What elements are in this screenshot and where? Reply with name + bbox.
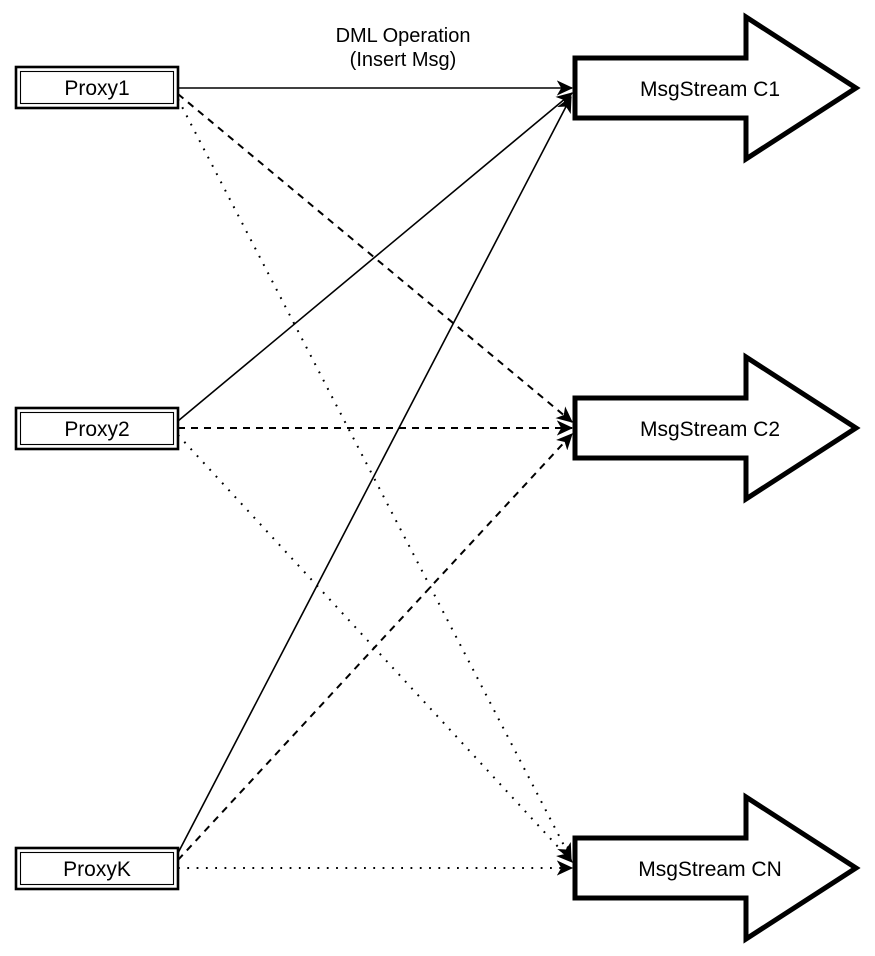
proxy2-label: Proxy2 bbox=[64, 418, 129, 441]
msgstream-c1-label: MsgStream C1 bbox=[640, 78, 780, 101]
proxy2-box bbox=[14, 406, 180, 451]
edge-proxyk-to-msgstream-c1 bbox=[177, 97, 572, 854]
msgstream-c2-label: MsgStream C2 bbox=[640, 418, 780, 441]
proxyk-box bbox=[14, 846, 180, 891]
diagram-title-line2: (Insert Msg) bbox=[350, 49, 457, 71]
edge-proxy2-to-msgstream-cn bbox=[177, 434, 572, 862]
node-proxyk: ProxyK bbox=[14, 846, 180, 891]
proxy1-label: Proxy1 bbox=[64, 77, 129, 100]
proxyk-label: ProxyK bbox=[63, 858, 131, 881]
msgstream-cn-label: MsgStream CN bbox=[638, 858, 782, 881]
edge-proxyk-to-msgstream-c2 bbox=[177, 434, 572, 861]
edge-proxy1-to-msgstream-cn bbox=[177, 98, 572, 859]
msgstream-c2-block-arrow-shape bbox=[572, 352, 861, 504]
diagram-title-line1: DML Operation bbox=[336, 25, 471, 47]
proxy1-box bbox=[14, 65, 180, 110]
proxy2-box-inner-border bbox=[19, 411, 175, 446]
edges-layer bbox=[177, 88, 572, 868]
proxyk-box-inner-border bbox=[19, 851, 175, 886]
msgstream-cn-block-arrow-shape bbox=[572, 792, 861, 944]
msgstream-c1-block-arrow-shape bbox=[572, 12, 861, 164]
node-msgstream-c2: MsgStream C2 bbox=[572, 352, 861, 504]
node-msgstream-cn: MsgStream CN bbox=[572, 792, 861, 944]
node-msgstream-c1: MsgStream C1 bbox=[572, 12, 861, 164]
node-proxy2: Proxy2 bbox=[14, 406, 180, 451]
proxy1-box-inner-border bbox=[19, 70, 175, 105]
edge-proxy2-to-msgstream-c1 bbox=[177, 93, 572, 422]
node-proxy1: Proxy1 bbox=[14, 65, 180, 110]
